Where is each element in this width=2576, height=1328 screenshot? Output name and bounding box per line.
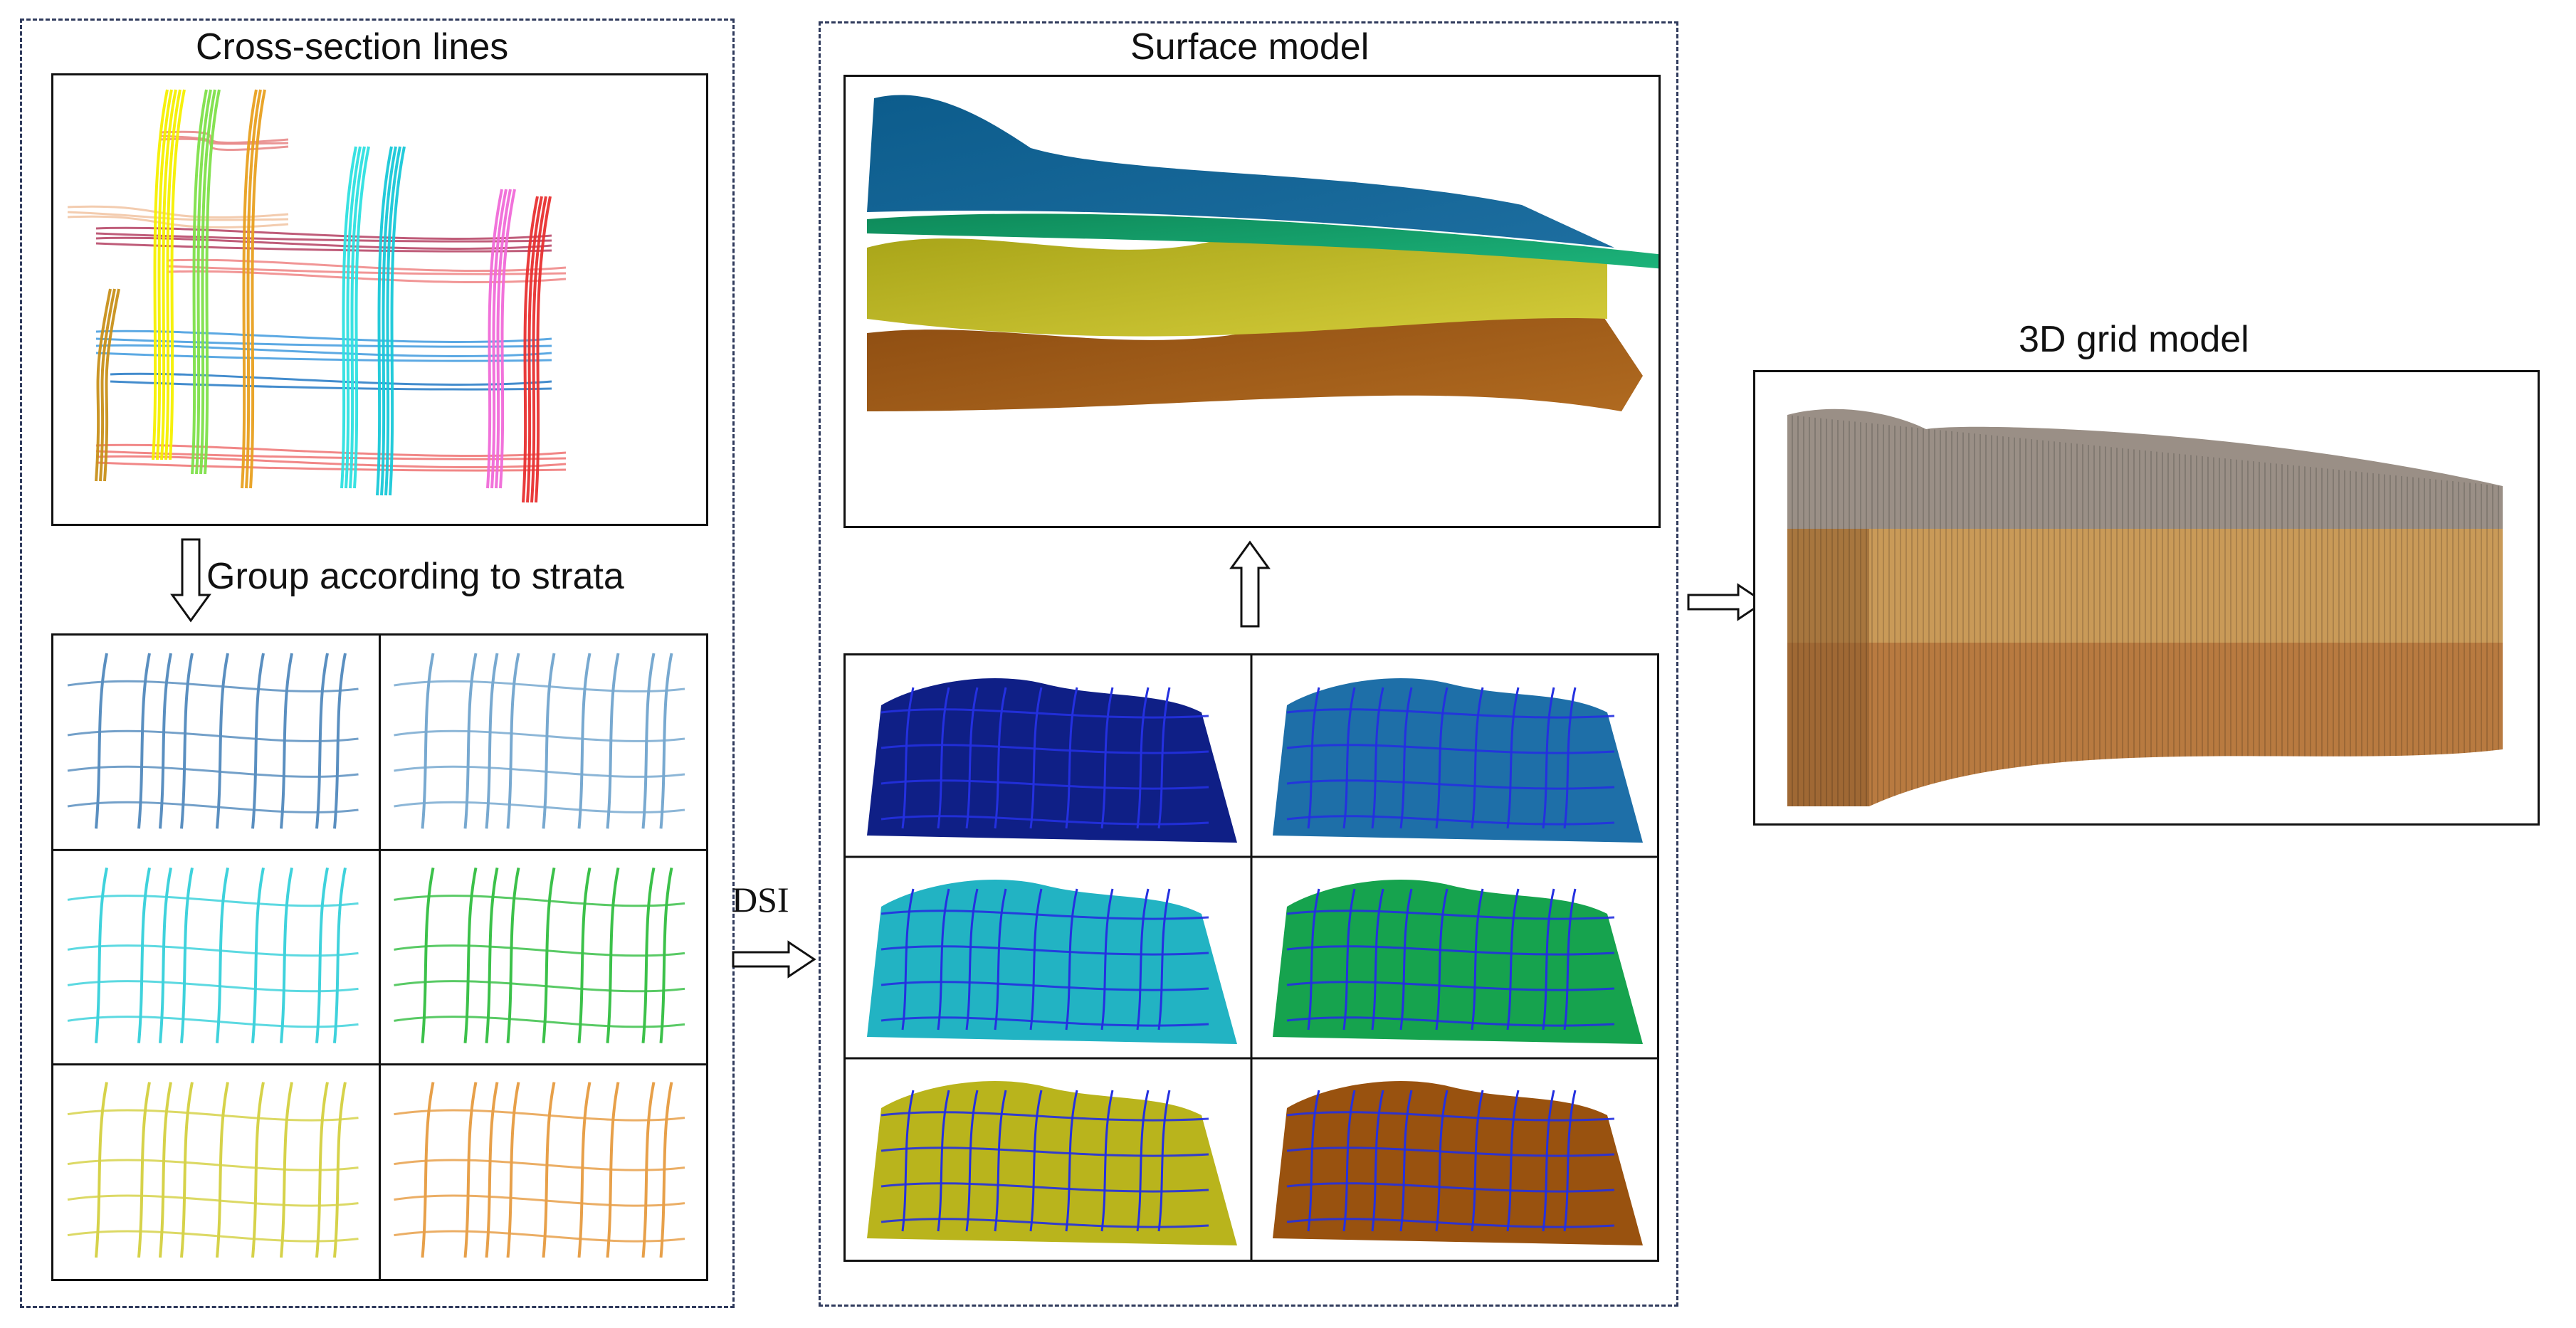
grid-model-image [1753, 370, 2540, 826]
surface-group-cell [867, 678, 1237, 843]
cross-section-lines-figure [67, 89, 567, 503]
grid-model-figure [1787, 409, 2503, 806]
surface-group-cell [1273, 879, 1643, 1044]
surface-title: Surface model [1130, 26, 1370, 68]
dsi-label: DSI [732, 880, 789, 919]
surface-model-figure [867, 95, 1658, 411]
surface-group-cell [867, 1080, 1237, 1245]
cross-section-title: Cross-section lines [196, 26, 509, 68]
grid-model-block [1787, 409, 2503, 806]
strata-group-cell [394, 653, 685, 829]
right-arrow-2-icon [1687, 582, 1767, 622]
strata-group-figure [53, 636, 706, 1279]
surface-panel [819, 21, 1678, 1307]
strata-group-cell [67, 1082, 359, 1258]
grid-model-title: 3D grid model [2019, 319, 2249, 360]
surface-model-image [843, 75, 1661, 528]
surface-group-cell [867, 879, 1237, 1044]
cross-section-lines-image [51, 73, 708, 526]
right-arrow-icon [732, 939, 817, 979]
strata-group-cell [67, 653, 359, 829]
surface-group-figure [846, 655, 1657, 1260]
strata-group-cell [394, 1082, 685, 1258]
down-arrow-icon [169, 538, 212, 623]
strata-group-cell [67, 867, 359, 1043]
cross-section-panel [20, 19, 735, 1308]
surface-layers [867, 95, 1658, 411]
group-strata-label: Group according to strata [206, 556, 624, 597]
cross-section-line-set [67, 89, 567, 503]
surface-group-cell [1273, 678, 1643, 843]
strata-group-cell [394, 867, 685, 1043]
surface-group-cell [1273, 1080, 1643, 1245]
up-arrow-icon [1229, 539, 1271, 629]
surface-group-grid [843, 653, 1659, 1262]
strata-group-grid [51, 633, 708, 1281]
